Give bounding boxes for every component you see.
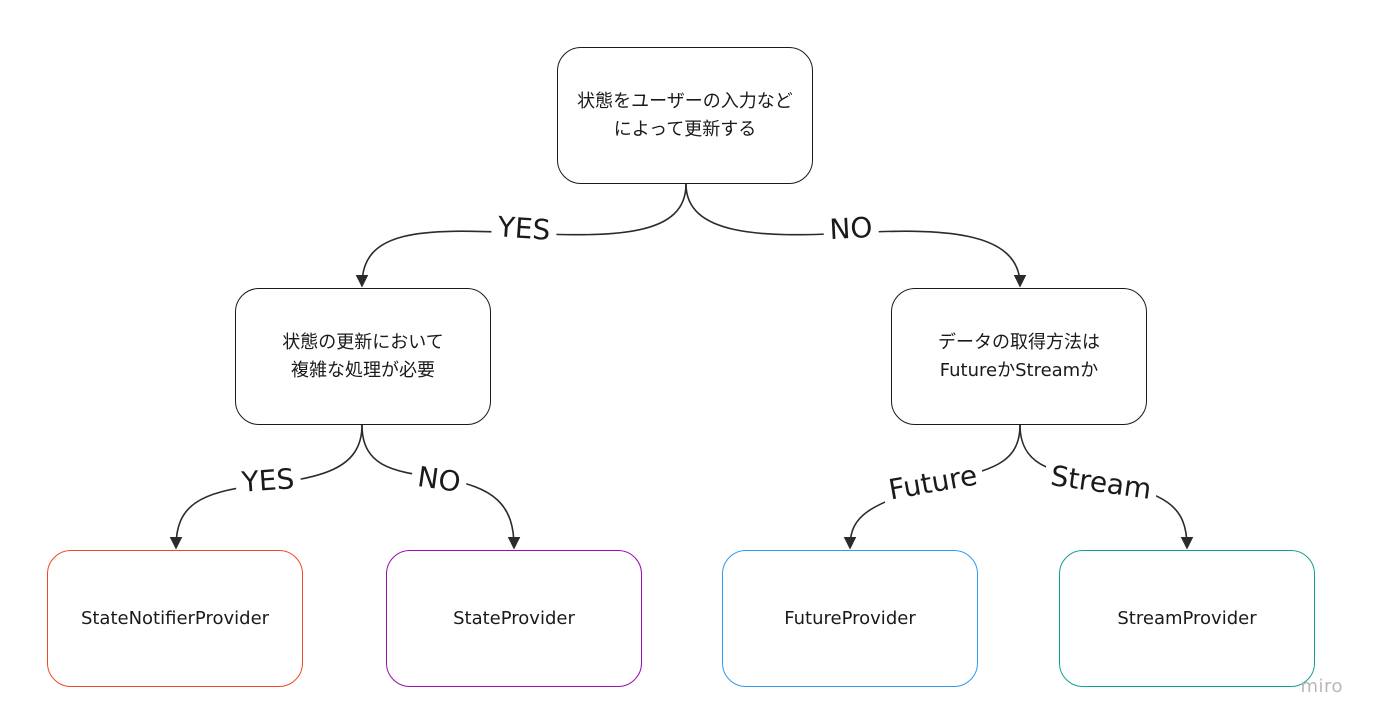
decision-node-data-source-text: データの取得方法は FutureかStreamか <box>938 331 1100 381</box>
edge-label-root-no: NO <box>822 210 880 248</box>
miro-watermark: miro <box>1300 676 1343 697</box>
leaf-node-future-provider: FutureProvider <box>722 550 978 687</box>
decision-node-complex-update-text: 状態の更新において 複雑な処理が必要 <box>282 331 444 381</box>
leaf-node-future-provider-text: FutureProvider <box>784 607 916 629</box>
leaf-node-state-provider-text: StateProvider <box>453 607 575 629</box>
edge-label-left-yes: YES <box>234 461 302 501</box>
leaf-node-stream-provider: StreamProvider <box>1059 550 1315 687</box>
decision-node-complex-update: 状態の更新において 複雑な処理が必要 <box>235 288 491 425</box>
leaf-node-state-notifier-provider: StateNotifierProvider <box>47 550 303 687</box>
leaf-node-state-notifier-provider-text: StateNotifierProvider <box>80 607 270 629</box>
decision-node-user-input: 状態をユーザーの入力など によって更新する <box>557 47 813 184</box>
edge-label-root-yes: YES <box>490 209 558 249</box>
decision-node-data-source: データの取得方法は FutureかStreamか <box>891 288 1147 425</box>
decision-node-user-input-text: 状態をユーザーの入力など によって更新する <box>577 90 793 140</box>
leaf-node-stream-provider-text: StreamProvider <box>1117 607 1257 629</box>
leaf-node-state-provider: StateProvider <box>386 550 642 687</box>
